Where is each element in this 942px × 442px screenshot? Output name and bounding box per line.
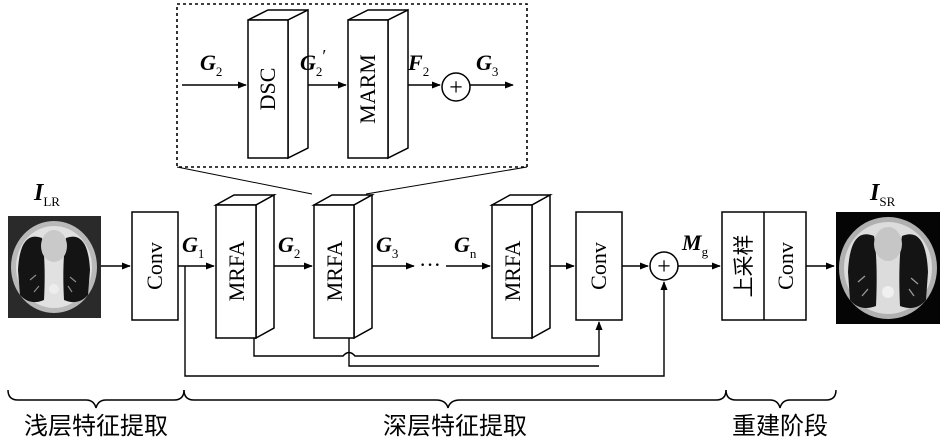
edge-g2-label: G2 xyxy=(278,232,300,261)
edge-g1-label: G1 xyxy=(182,232,204,261)
mrfa-2-label: MRFA xyxy=(322,241,347,302)
output-label: ISR xyxy=(869,180,896,209)
detail-plus-circle xyxy=(441,72,471,102)
edge-gn-label: Gn xyxy=(454,232,477,261)
conv-block-2: Conv xyxy=(575,211,623,321)
marm-block: MARM xyxy=(347,8,409,160)
stage-deep-label: 深层特征提取 xyxy=(383,412,527,440)
upsample-label: 上采样 xyxy=(732,235,756,298)
edge-g3-label: G3 xyxy=(376,232,398,261)
detail-plus-symbol: + xyxy=(449,75,463,101)
marm-label: MARM xyxy=(355,54,380,124)
mrfa-block-2: MRFA xyxy=(311,193,375,340)
conv-2-label: Conv xyxy=(586,242,611,290)
conv-block-1: Conv xyxy=(131,211,179,321)
mrfa-block-1: MRFA xyxy=(213,193,277,340)
edge-mg-label: Mg xyxy=(681,230,709,259)
upsample-conv-block: 上采样 Conv xyxy=(721,211,807,321)
stage-recon-label: 重建阶段 xyxy=(732,412,828,440)
conv-1-label: Conv xyxy=(142,242,167,290)
output-ct-image: ISR xyxy=(836,180,940,324)
detail-box: G2 DSC G2′ MARM F2 + G3 xyxy=(176,3,528,195)
conv-3-label: Conv xyxy=(773,242,798,290)
stage-shallow-label: 浅层特征提取 xyxy=(24,412,168,440)
detail-f-label: F2 xyxy=(407,50,429,79)
mrfa-1-label: MRFA xyxy=(224,241,249,302)
detail-output-label: G3 xyxy=(476,50,498,79)
input-label: ILR xyxy=(33,180,60,209)
mrfa-n-label: MRFA xyxy=(500,241,525,302)
detail-input-label: G2 xyxy=(200,50,222,79)
dsc-block: DSC xyxy=(247,8,309,160)
stage-braces xyxy=(7,389,837,409)
ellipsis: ··· xyxy=(419,252,441,277)
main-plus-symbol: + xyxy=(657,254,671,280)
detail-mid-label: G2′ xyxy=(300,46,326,79)
dsc-label: DSC xyxy=(255,68,280,111)
skip-connections xyxy=(184,266,668,377)
input-ct-image: ILR xyxy=(8,180,101,318)
mrfa-block-n: MRFA xyxy=(489,193,553,340)
